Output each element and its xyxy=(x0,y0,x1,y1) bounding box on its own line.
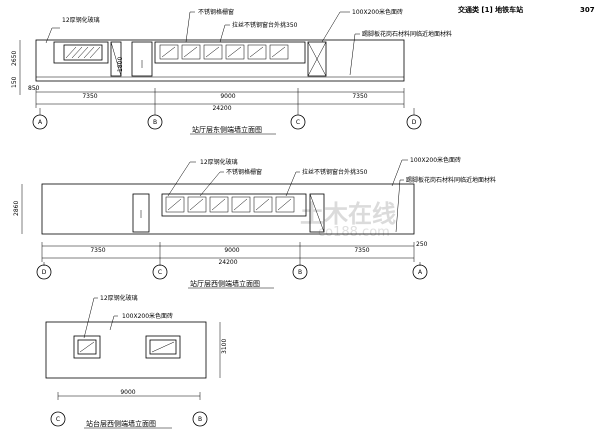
elev1-dim-total: 24200 xyxy=(212,105,231,112)
elev1-axis-label-4: D xyxy=(412,119,417,126)
elev1-column-left xyxy=(110,41,122,77)
elev1-door-right xyxy=(307,41,327,77)
elev3-title: 站台层西侧端墙立面图 xyxy=(86,419,156,428)
elev2-axis-bubble-3 xyxy=(292,264,308,280)
elev1-note-base: 踢脚板花岗石材料同临近地面材料 xyxy=(362,30,452,38)
elev1-note-tile: 100X200米色面砖 xyxy=(352,8,403,16)
elev1-axis-label-2: B xyxy=(153,119,157,126)
elev1-note-louver: 不锈钢格栅窗 xyxy=(198,8,234,16)
elev1-dim-left-small: 850 xyxy=(28,85,40,92)
elev2-door-right xyxy=(309,193,325,233)
elev3-axis-label-1: C xyxy=(56,416,60,423)
sheet-category: 交通类 [1] 地铁车站 xyxy=(458,5,523,14)
elev1-axis-bubble-4 xyxy=(406,114,422,130)
elev2-dim-span-3: 7350 xyxy=(354,247,369,254)
elev2-axis-label-3: B xyxy=(298,269,302,276)
elev2-note-louver: 不锈钢格栅窗 xyxy=(226,168,262,176)
elev2-axis-label-2: C xyxy=(158,269,162,276)
elev1-dim-span-2: 9000 xyxy=(220,93,235,100)
elev1-dim-height: 2650 xyxy=(11,51,18,66)
elev1-center-louver xyxy=(154,41,306,64)
elev1-dim-span-1: 7350 xyxy=(82,93,97,100)
elev2-center-louver xyxy=(161,193,307,217)
elev3-axis-bubble-2 xyxy=(192,411,208,427)
elev1-note-sill: 拉丝不锈钢窗台外挑350 xyxy=(232,21,298,29)
elev3-note-glass: 12厚钢化玻璃 xyxy=(100,294,138,302)
elevation-3: 12厚钢化玻璃 100X200米色面砖 3100 9000 C B 站台层西侧端… xyxy=(45,294,228,429)
elev2-note-glass: 12厚钢化玻璃 xyxy=(200,158,238,166)
elev2-axis-bubble-4 xyxy=(412,264,428,280)
elev2-dim-total: 24200 xyxy=(218,259,237,266)
elevation-1: 12厚钢化玻璃 不锈钢格栅窗 拉丝不锈钢窗台外挑350 100X200米色面砖 … xyxy=(11,8,452,135)
elev1-note-glass: 12厚钢化玻璃 xyxy=(62,16,100,24)
elev1-left-window xyxy=(53,41,109,64)
elev2-axis-label-1: D xyxy=(42,269,47,276)
elev3-window-right xyxy=(145,335,181,359)
watermark: 土木在线 co188.com xyxy=(300,200,396,240)
elev2-dim-right-small: 250 xyxy=(416,241,428,248)
elevation-2: 12厚钢化玻璃 不锈钢格栅窗 拉丝不锈钢窗台外挑350 100X200米色面砖 … xyxy=(13,156,496,289)
elev1-door-left xyxy=(131,41,153,77)
elev2-axis-bubble-1 xyxy=(36,264,52,280)
elev1-title: 站厅层东侧端墙立面图 xyxy=(192,125,262,134)
elev1-left-window-glass xyxy=(63,44,103,61)
elev2-note-base: 踢脚板花岗石材料同临近地面材料 xyxy=(406,176,496,184)
elev3-note-tile: 100X200米色面砖 xyxy=(122,312,173,320)
elev2-dim-span-2: 9000 xyxy=(224,247,239,254)
sheet-page-number: 307 xyxy=(580,6,595,14)
elev2-note-tile: 100X200米色面砖 xyxy=(410,156,461,164)
elev1-axis-bubble-2 xyxy=(147,114,163,130)
elev3-window-left xyxy=(73,335,101,359)
elev2-title: 站厅层西侧端墙立面图 xyxy=(190,279,260,288)
watermark-subtext: co188.com xyxy=(318,225,390,240)
watermark-text: 土木在线 xyxy=(300,200,396,228)
elev2-dim-span-1: 7350 xyxy=(90,247,105,254)
elev1-axis-bubble-1 xyxy=(32,114,48,130)
elev1-axis-label-1: A xyxy=(38,119,43,126)
elev2-dim-height: 2860 xyxy=(13,201,20,216)
elev1-dim-window-height: 1800 xyxy=(117,57,124,72)
elev2-wall-outline xyxy=(41,183,415,235)
elev3-axis-bubble-1 xyxy=(50,411,66,427)
elev1-wall-outline xyxy=(35,39,405,82)
elev2-door-left xyxy=(132,193,150,233)
elev2-note-sill: 拉丝不锈钢窗台外挑350 xyxy=(302,168,368,176)
elev2-axis-label-4: A xyxy=(418,269,423,276)
elev1-axis-bubble-3 xyxy=(290,114,306,130)
elev3-dim-span: 9000 xyxy=(120,389,135,396)
elev2-axis-bubble-2 xyxy=(152,264,168,280)
elev3-wall-outline xyxy=(45,321,207,379)
elev3-axis-label-2: B xyxy=(198,416,202,423)
elev1-dim-span-3: 7350 xyxy=(352,93,367,100)
elev1-axis-label-3: C xyxy=(296,119,300,126)
elev1-dim-base-height: 150 xyxy=(11,76,18,88)
elev3-dim-height: 3100 xyxy=(221,339,228,354)
